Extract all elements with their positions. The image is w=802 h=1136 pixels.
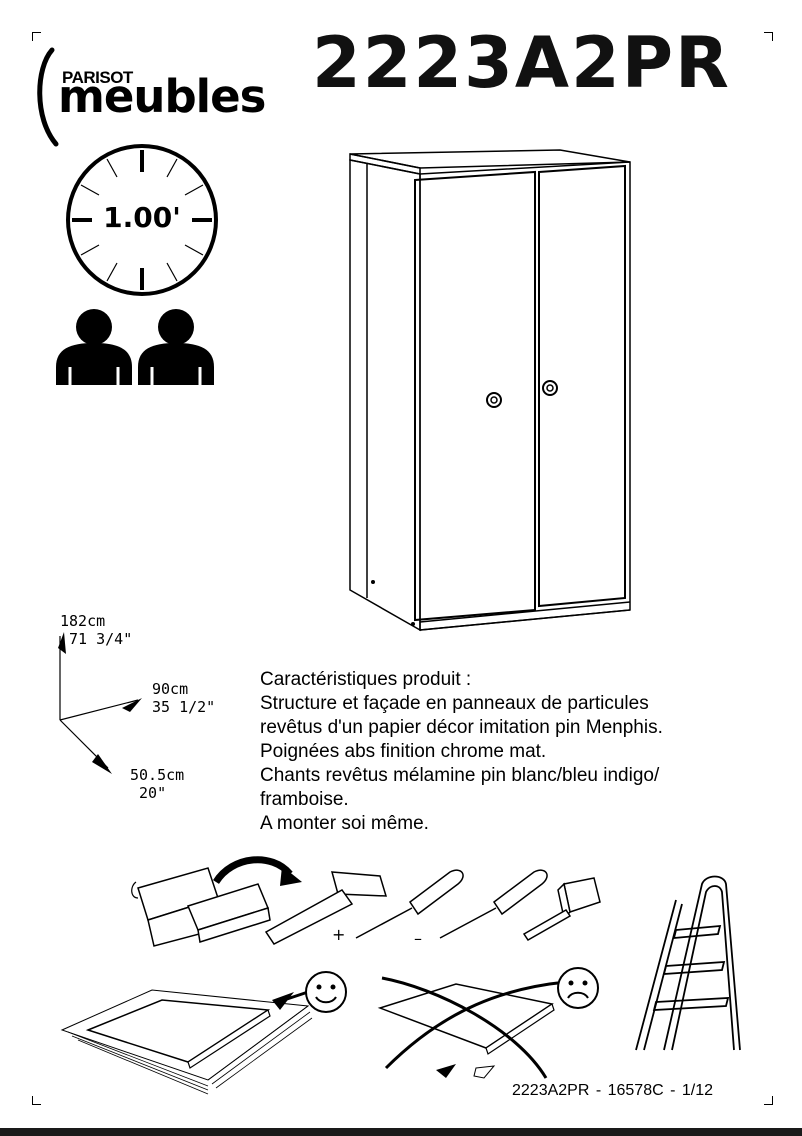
bottom-band [0, 1128, 802, 1136]
crop-mark-top-right [764, 32, 773, 41]
stepladder-icon [635, 875, 741, 1051]
description-line: Chants revêtus mélamine pin blanc/bleu i… [260, 765, 660, 786]
assembly-time-label: 1.00' [92, 204, 192, 232]
wardrobe-drawing [349, 149, 631, 632]
person-icon [138, 309, 214, 385]
brand-name-bottom: meubles [58, 70, 266, 123]
screwdriver-icon: – [414, 869, 548, 948]
hammer-icon [264, 871, 388, 945]
minus-label: – [414, 929, 422, 948]
screwdriver-icon: + [332, 869, 464, 944]
description-line: revêtus d'un papier décor imitation pin … [260, 717, 663, 738]
description-heading: Caractéristiques produit : [260, 669, 472, 690]
crop-mark-bottom-right [764, 1096, 773, 1105]
smiley-happy-icon [305, 971, 347, 1013]
model-title: 2223A2PR [312, 22, 731, 104]
dimension-depth: 50.5cm 20" [130, 766, 185, 802]
crop-mark-top-left [32, 32, 41, 41]
toolbox-icon [131, 867, 271, 947]
description-line: A monter soi même. [260, 813, 429, 834]
cross-icon [381, 976, 567, 1079]
description-line: Poignées abs finition chrome mat. [260, 741, 547, 762]
crop-mark-bottom-left [32, 1096, 41, 1105]
plus-label: + [332, 925, 345, 944]
logo-arc-icon [37, 47, 59, 147]
arrow-icon [213, 856, 302, 886]
panel-damaged-icon [377, 976, 567, 1079]
brand-name-top: PARISOT [62, 68, 133, 87]
person-icon [56, 309, 132, 385]
panel-on-rug-icon [60, 989, 313, 1095]
dimension-height: 182cm 71 3/4" [60, 612, 133, 648]
description-line: framboise. [260, 789, 349, 810]
smiley-sad-icon [557, 967, 599, 1009]
description-line: Structure et façade en panneaux de parti… [260, 693, 649, 714]
tape-measure-icon [522, 877, 601, 941]
product-description: Caractéristiques produit : Structure et … [260, 668, 780, 836]
dimension-axes [58, 632, 142, 774]
footer-reference: 2223A2PR - 16578C - 1/12 [512, 1082, 714, 1099]
dimension-width: 90cm 35 1/2" [152, 680, 216, 716]
